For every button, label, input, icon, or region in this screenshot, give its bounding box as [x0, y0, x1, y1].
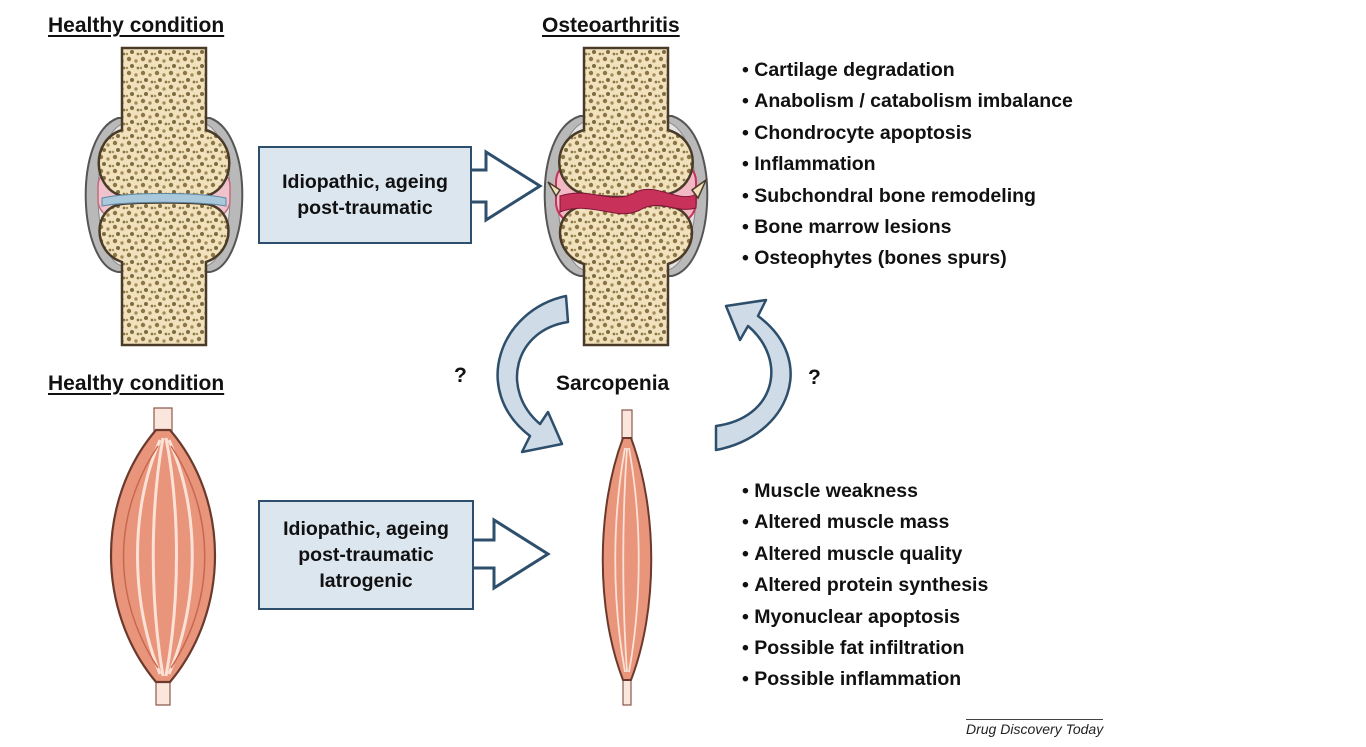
list-item: Anabolism / catabolism imbalance	[742, 86, 1073, 117]
muscle-cause-box: Idiopathic, ageing post-traumatic Iatrog…	[258, 500, 474, 610]
question-mark-left: ?	[454, 364, 467, 388]
sarcopenic-muscle-illustration	[603, 410, 652, 705]
sarcopenia-label: Sarcopenia	[556, 372, 669, 396]
healthy-joint-illustration	[86, 48, 243, 345]
list-item: Osteophytes (bones spurs)	[742, 243, 1073, 274]
tibia	[100, 203, 229, 346]
osteoarthritis-feature-list: Cartilage degradation Anabolism / catabo…	[742, 55, 1073, 275]
list-item: Altered muscle quality	[742, 539, 988, 570]
list-item: Chondrocyte apoptosis	[742, 118, 1073, 149]
list-item: Cartilage degradation	[742, 55, 1073, 86]
cause-line: post-traumatic	[283, 542, 449, 568]
healthy-muscle-illustration	[111, 408, 215, 705]
cause-line: Iatrogenic	[283, 568, 449, 594]
source-credit: Drug Discovery Today	[966, 719, 1103, 737]
healthy-muscle-heading: Healthy condition	[48, 372, 224, 396]
muscle-cause-arrow	[470, 520, 548, 588]
cause-line: Idiopathic, ageing	[282, 169, 448, 195]
cause-line: Idiopathic, ageing	[283, 516, 449, 542]
cause-line: post-traumatic	[282, 195, 448, 221]
osteoarthritis-joint-illustration	[545, 48, 708, 345]
list-item: Myonuclear apoptosis	[742, 602, 988, 633]
list-item: Bone marrow lesions	[742, 212, 1073, 243]
sarcopenia-feature-list: Muscle weakness Altered muscle mass Alte…	[742, 476, 988, 696]
osteoarthritis-heading: Osteoarthritis	[542, 14, 680, 38]
list-item: Muscle weakness	[742, 476, 988, 507]
list-item: Inflammation	[742, 149, 1073, 180]
joint-cause-box: Idiopathic, ageing post-traumatic	[258, 146, 472, 244]
thin-muscle-belly	[603, 438, 652, 680]
joint-cause-arrow	[468, 152, 540, 220]
list-item: Altered muscle mass	[742, 507, 988, 538]
muscle-belly	[111, 430, 215, 682]
list-item: Possible fat infiltration	[742, 633, 988, 664]
question-mark-right: ?	[808, 366, 821, 390]
list-item: Subchondral bone remodeling	[742, 181, 1073, 212]
list-item: Possible inflammation	[742, 664, 988, 695]
healthy-joint-heading: Healthy condition	[48, 14, 224, 38]
list-item: Altered protein synthesis	[742, 570, 988, 601]
sarcopenia-to-oa-arrow	[716, 300, 791, 450]
